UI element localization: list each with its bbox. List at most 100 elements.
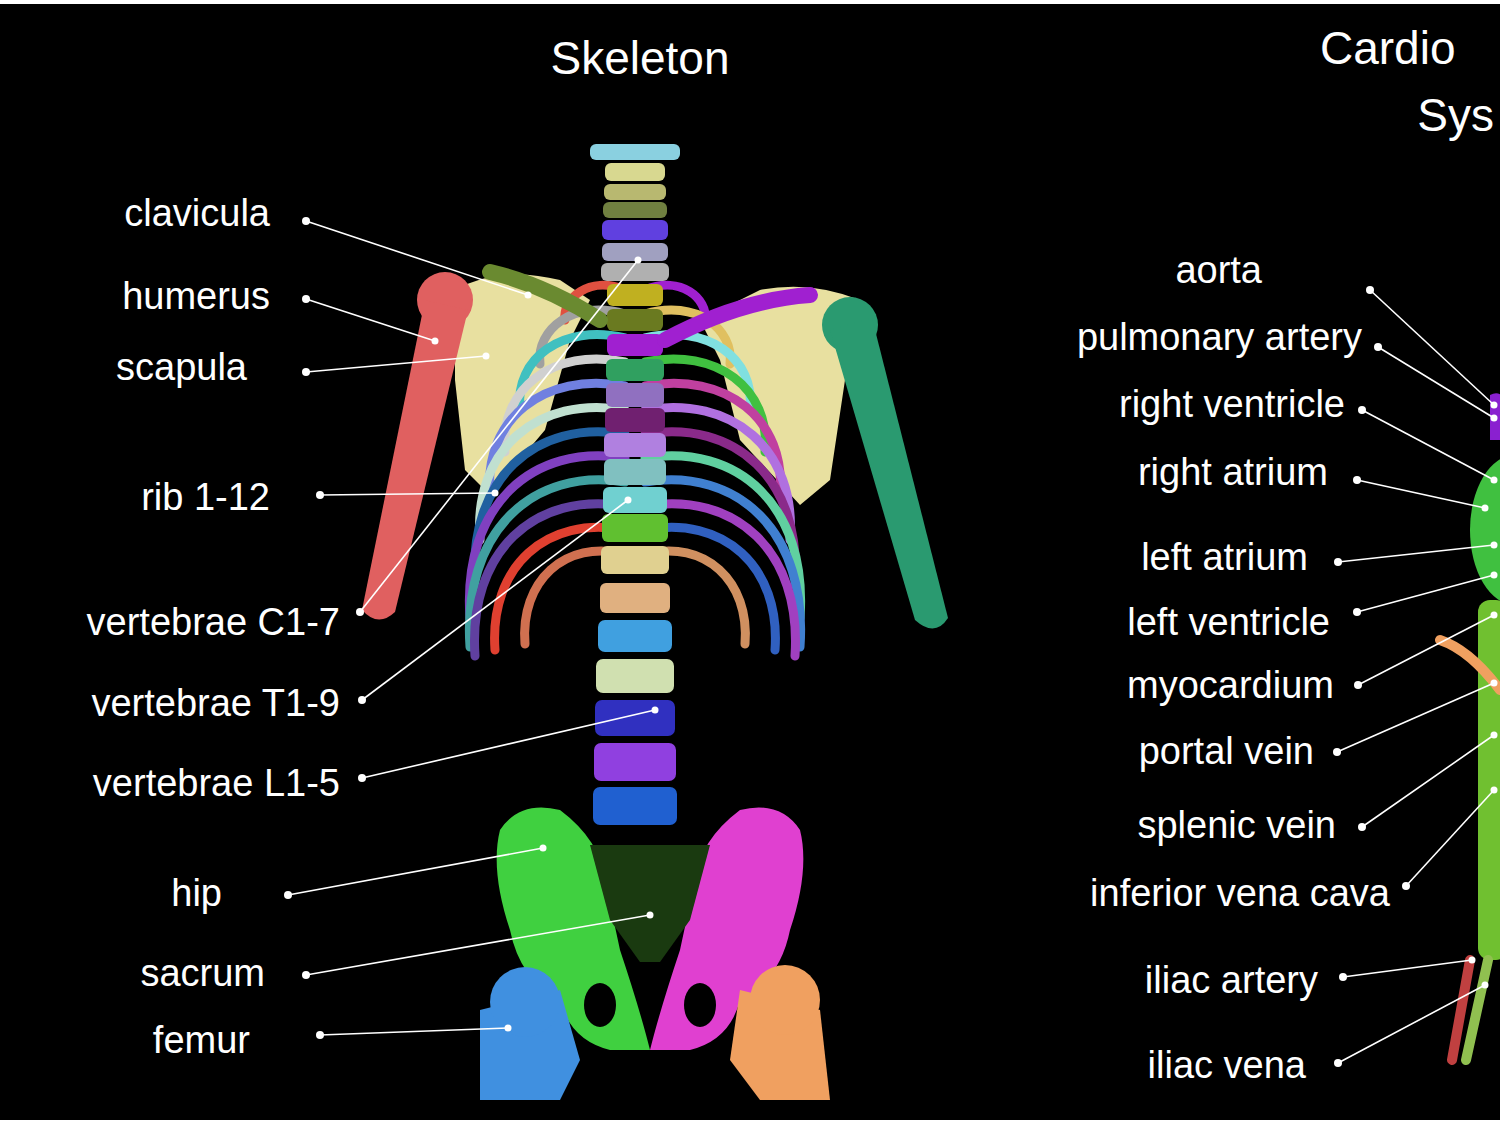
scapulae — [455, 274, 860, 505]
anatomy-shape — [601, 263, 669, 281]
anatomy-shape — [601, 546, 669, 574]
target-dot — [1491, 572, 1498, 579]
leader-dot — [302, 217, 310, 225]
part-label: vertebrae C1-7 — [87, 603, 340, 641]
leader-dot — [356, 608, 364, 616]
part-label: right ventricle — [1119, 385, 1345, 423]
part-label: iliac artery — [1145, 961, 1318, 999]
target-dot — [1482, 505, 1489, 512]
part-label: vertebrae L1-5 — [93, 764, 340, 802]
part-label: femur — [153, 1021, 250, 1059]
leader-dot — [302, 971, 310, 979]
anatomy-shape — [584, 983, 616, 1027]
target-dot — [1491, 477, 1498, 484]
leader-dot — [1334, 558, 1342, 566]
part-label: clavicula — [124, 194, 270, 232]
part-label: vertebrae T1-9 — [91, 684, 340, 722]
anatomy-shape — [603, 487, 667, 513]
leader-dot — [1366, 286, 1374, 294]
anatomy-shape — [1490, 393, 1500, 440]
target-dot — [647, 912, 654, 919]
anatomy-shape — [490, 272, 600, 320]
target-dot — [1491, 787, 1498, 794]
anatomy-shape — [665, 295, 810, 340]
target-dot — [540, 845, 547, 852]
anatomy-shape — [590, 845, 710, 962]
leader-line — [1343, 960, 1472, 977]
leader-dot — [1353, 608, 1361, 616]
anatomy-shape — [607, 284, 663, 306]
leader-line — [1406, 790, 1494, 886]
clavicles — [490, 272, 810, 340]
part-label: right atrium — [1138, 453, 1328, 491]
anatomy-shape — [595, 700, 675, 736]
leader-dot — [1334, 1059, 1342, 1067]
leader-dot — [1358, 406, 1366, 414]
leader-dot — [1358, 823, 1366, 831]
leader-line — [1370, 290, 1494, 405]
leader-dot — [358, 774, 366, 782]
target-dot — [1482, 982, 1489, 989]
leader-line — [288, 848, 543, 895]
leader-line — [362, 500, 628, 700]
anatomy-shape — [603, 202, 667, 218]
part-label: aorta — [1175, 251, 1262, 289]
anatomy-shape — [605, 408, 665, 432]
leader-line — [1358, 615, 1494, 685]
anatomy-shape — [600, 583, 670, 613]
anatomy-shape — [1470, 455, 1500, 605]
part-label: humerus — [122, 277, 270, 315]
leader-dot — [1339, 973, 1347, 981]
section-title: Cardio — [1320, 25, 1456, 71]
anatomy-shape — [593, 787, 677, 825]
leader-dot — [316, 491, 324, 499]
anatomy-shape — [750, 965, 820, 1035]
anatomy-shape — [490, 967, 560, 1037]
leader-dot — [316, 1031, 324, 1039]
anatomy-shape — [362, 300, 468, 620]
target-dot — [1469, 957, 1476, 964]
anatomy-shape — [605, 163, 665, 181]
leader-line — [320, 493, 495, 495]
leader-dot — [1374, 343, 1382, 351]
femurs — [480, 965, 830, 1100]
anatomy-shape — [607, 309, 663, 331]
leader-line — [1362, 410, 1494, 480]
target-dot — [625, 497, 632, 504]
target-dot — [1491, 542, 1498, 549]
leader-line — [1357, 480, 1485, 508]
target-dot — [1491, 732, 1498, 739]
anatomy-shape — [606, 359, 664, 381]
part-label: scapula — [116, 348, 247, 386]
target-dot — [1491, 402, 1498, 409]
leader-line — [306, 221, 528, 295]
section-title: Sys — [1417, 92, 1494, 138]
anatomy-shape — [607, 334, 663, 356]
part-label: splenic vein — [1137, 806, 1336, 844]
target-dot — [1491, 612, 1498, 619]
leader-line — [1378, 347, 1494, 418]
target-dot — [652, 707, 659, 714]
part-label: iliac vena — [1148, 1046, 1306, 1084]
anatomy-shape — [590, 144, 680, 160]
anatomy-shape — [1466, 960, 1488, 1060]
part-label: rib 1-12 — [141, 478, 270, 516]
anatomy-shape — [830, 318, 948, 629]
leader-dot — [302, 368, 310, 376]
ribs — [469, 285, 800, 656]
part-label: pulmonary artery — [1077, 318, 1362, 356]
leader-dot — [284, 891, 292, 899]
target-dot — [432, 338, 439, 345]
anatomy-shape — [598, 620, 672, 652]
anatomy-shape — [1440, 640, 1500, 690]
target-dot — [525, 292, 532, 299]
part-label: inferior vena cava — [1090, 874, 1390, 912]
figure-title: Skeleton — [550, 35, 729, 81]
leader-line — [320, 1028, 508, 1035]
anatomy-shape — [602, 220, 668, 240]
target-dot — [1491, 680, 1498, 687]
leader-line — [362, 710, 655, 778]
anatomy-shape — [684, 983, 716, 1027]
part-label: left atrium — [1141, 538, 1308, 576]
